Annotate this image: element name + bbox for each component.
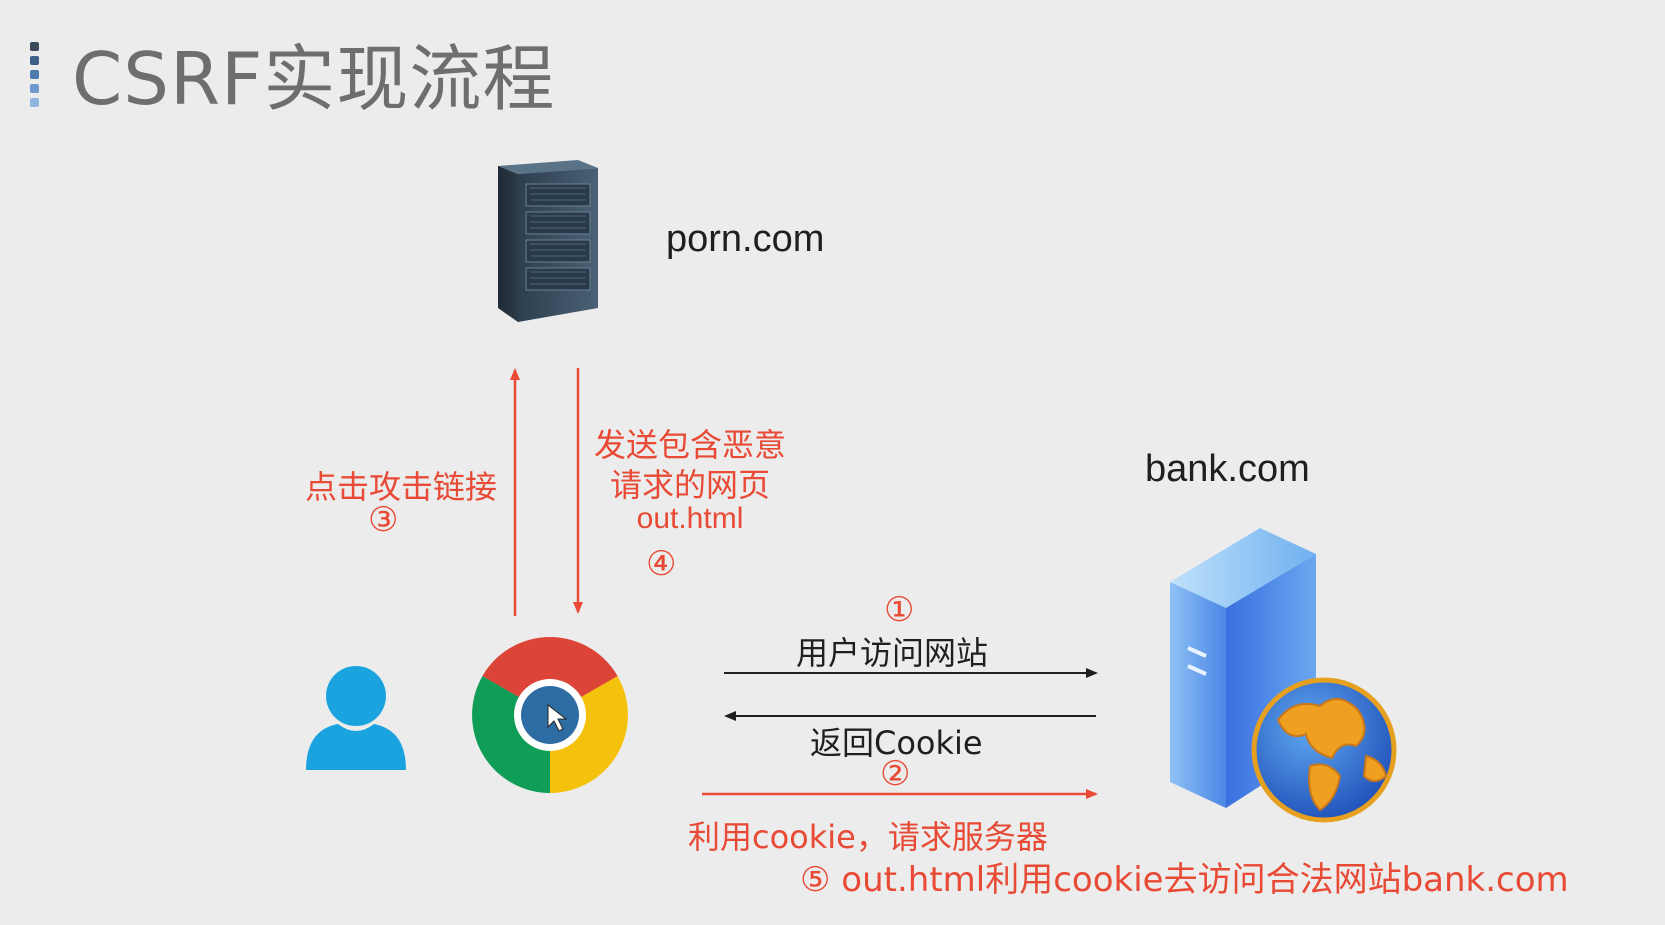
title-bullet-icon [30,42,40,108]
step4-number: ④ [646,544,677,584]
step1-label: 用户访问网站 [796,634,989,672]
step3-label: 点击攻击链接 [304,468,497,506]
step1-number: ① [884,590,915,630]
globe-icon [1251,677,1397,823]
chrome-icon[interactable] [470,635,630,795]
attacker-site-label: porn.com [666,218,825,260]
bank-site-label: bank.com [1145,448,1310,490]
bank-server-icon [1170,528,1397,823]
step4-label-line3: out.html [636,502,744,535]
server-icon [498,160,598,322]
step4-label-line2: 请求的网页 [609,466,770,504]
return-cookie-label: 返回Cookie [810,724,983,762]
step3-number: ③ [368,500,399,540]
user-icon [306,666,406,770]
page-title: CSRF实现流程 [72,37,556,121]
step5-label: ⑤ out.html利用cookie去访问合法网站bank.com [800,860,1569,900]
step2-label: 利用cookie，请求服务器 [688,818,1048,856]
step4-label-line1: 发送包含恶意 [593,426,786,464]
step2-number: ② [880,754,911,794]
